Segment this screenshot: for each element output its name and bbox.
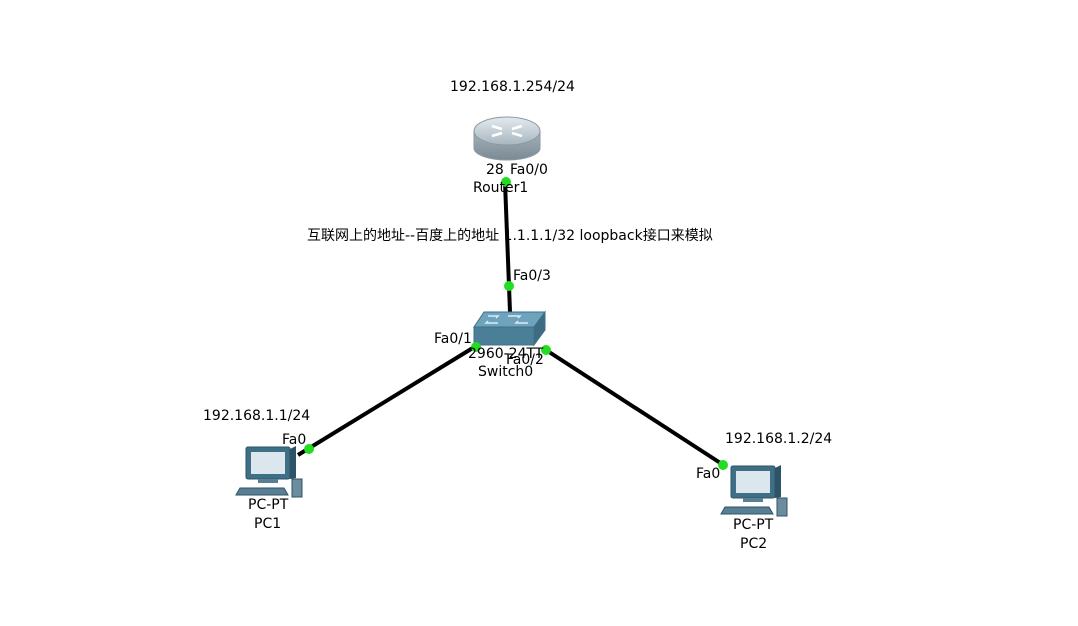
switch-icon[interactable] (473, 310, 546, 347)
link-up-dot (471, 342, 481, 352)
pc2-model-label: PC-PT (733, 517, 774, 533)
pc1-port-label: Fa0 (282, 432, 307, 448)
pc1-ip-label: 192.168.1.1/24 (203, 408, 311, 424)
link-up-dot (541, 345, 551, 355)
switch-port-pc1-label: Fa0/1 (434, 331, 472, 347)
pc2-name-label: PC2 (740, 536, 768, 552)
router-icon[interactable] (473, 116, 541, 161)
switch-name-label: Switch0 (478, 364, 534, 380)
pc2-port-label: Fa0 (696, 466, 721, 482)
link-up-dot (501, 177, 511, 187)
link-status-indicators (304, 177, 728, 470)
pc-icon[interactable] (235, 446, 303, 498)
pc-icon[interactable] (720, 465, 788, 517)
link-switch-pc1[interactable] (296, 344, 478, 457)
router-name-label: Router1 (473, 180, 529, 196)
link-router-switch[interactable] (503, 181, 512, 313)
pc1-model-label: PC-PT (248, 497, 289, 513)
link-up-dot (304, 444, 314, 454)
pc1-name-label: PC1 (254, 516, 282, 532)
router-port-label: Fa0/0 (510, 162, 548, 178)
router-model-label: 28 (486, 162, 504, 178)
pc2-ip-label: 192.168.1.2/24 (725, 431, 833, 447)
router-ip-label: 192.168.1.254/24 (450, 79, 575, 95)
link-switch-pc2[interactable] (544, 348, 727, 468)
annotation-note: 互联网上的地址--百度上的地址 1.1.1.1/32 loopback接口来模拟 (307, 228, 713, 244)
switch-uplink-port-label: Fa0/3 (513, 268, 551, 284)
link-up-dot (504, 281, 514, 291)
switch-port-pc2-label: Fa0/2 (506, 352, 544, 368)
link-up-dot (718, 460, 728, 470)
switch-model-label: 2960-24TT (468, 346, 544, 362)
